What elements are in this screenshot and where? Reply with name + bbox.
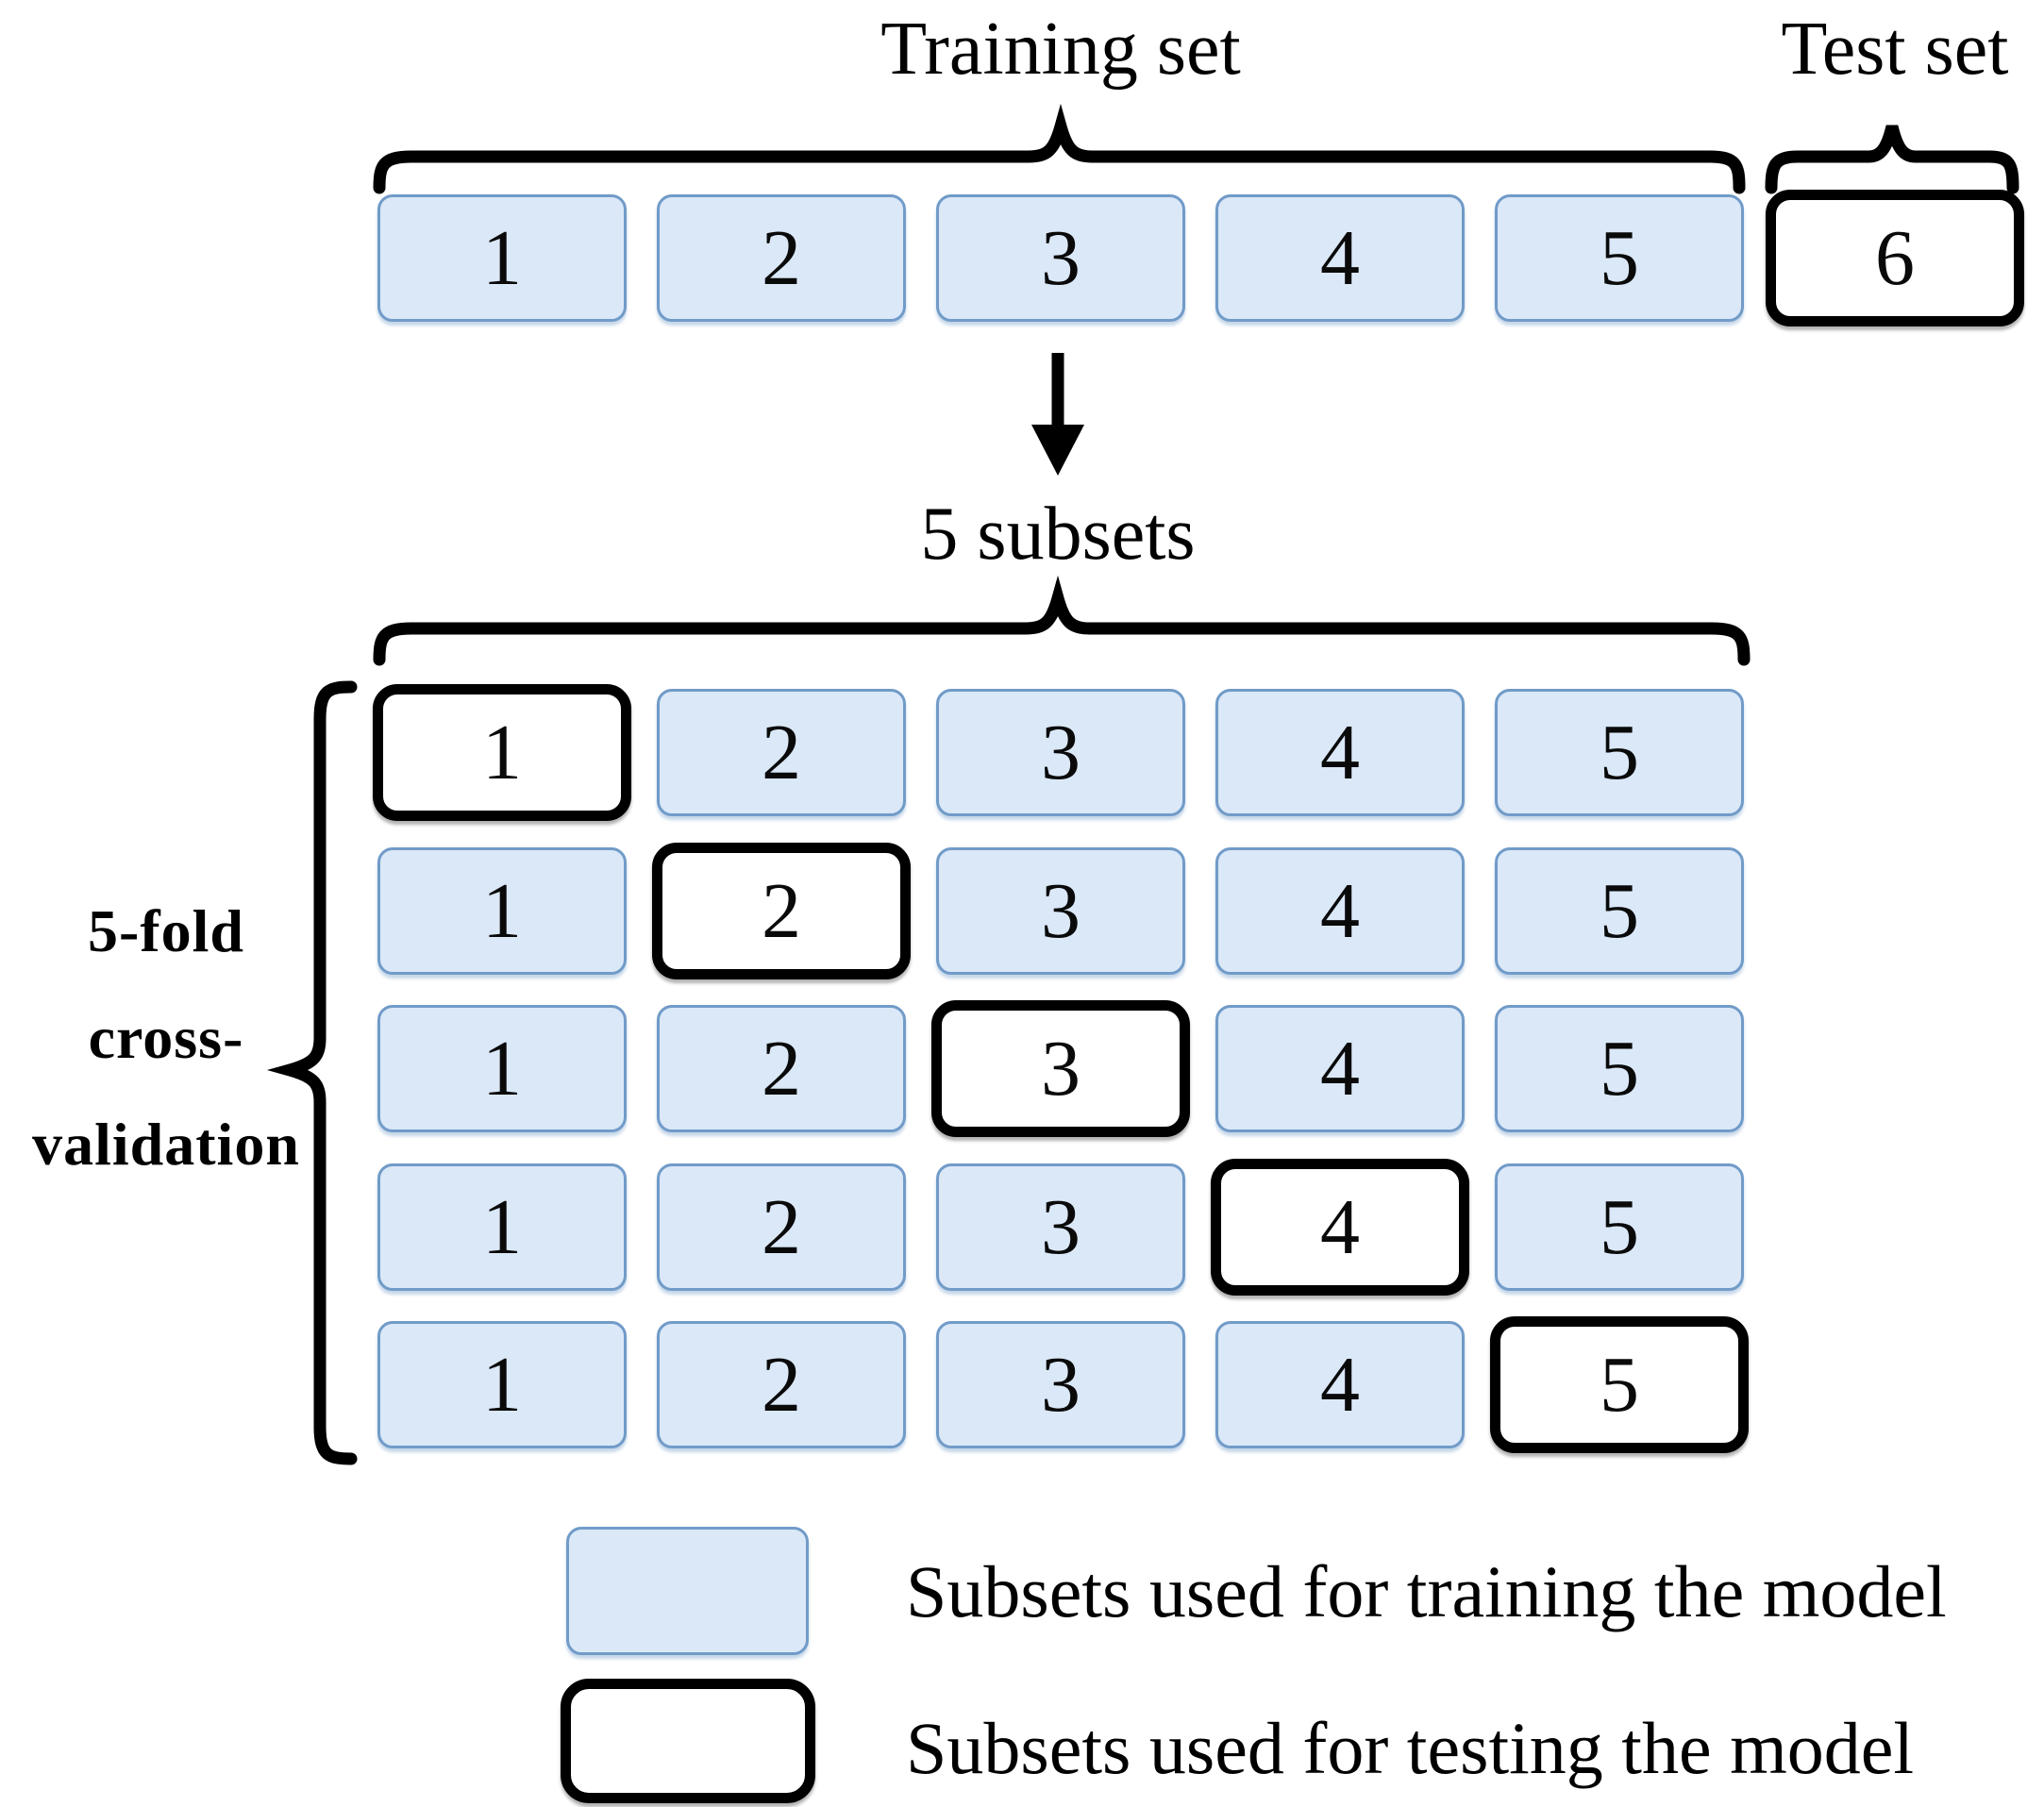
top-row-box-6-test: 6 <box>1766 190 2024 326</box>
cv-row5-box3: 3 <box>936 1321 1185 1448</box>
top-row-box-5: 5 <box>1495 194 1744 322</box>
cv-row2-box2-test: 2 <box>652 843 911 979</box>
cv-row5-box2: 2 <box>657 1321 906 1448</box>
five-subsets-brace <box>373 575 1751 666</box>
test-set-brace <box>1765 125 2019 194</box>
top-row-box-3: 3 <box>936 194 1185 322</box>
cross-validation-label: 5-fold cross- validation <box>0 878 332 1197</box>
cv-row1-box5: 5 <box>1495 689 1744 816</box>
cross-validation-brace <box>266 680 358 1465</box>
cv-row5-box1: 1 <box>377 1321 627 1448</box>
cv-row4-box5: 5 <box>1495 1163 1744 1291</box>
cv-row2-box5: 5 <box>1495 847 1744 975</box>
cv-row3-box1: 1 <box>377 1005 627 1132</box>
legend-train-swatch <box>566 1527 809 1655</box>
cross-validation-label-line-2: cross- <box>88 1004 244 1071</box>
cv-row4-box4-test: 4 <box>1211 1159 1469 1296</box>
cv-row1-box1-test: 1 <box>373 684 631 821</box>
top-row-box-1: 1 <box>377 194 627 322</box>
cv-row3-box4: 4 <box>1215 1005 1465 1132</box>
cv-row2-box3: 3 <box>936 847 1185 975</box>
cv-row1-box2: 2 <box>657 689 906 816</box>
cv-row3-box3-test: 3 <box>931 1000 1190 1137</box>
cv-row4-box1: 1 <box>377 1163 627 1291</box>
five-subsets-label: 5 subsets <box>920 493 1196 576</box>
legend-train-label: Subsets used for training the model <box>906 1550 1947 1632</box>
cv-row1-box4: 4 <box>1215 689 1465 816</box>
cv-row4-box2: 2 <box>657 1163 906 1291</box>
down-arrow-head <box>1031 425 1084 476</box>
cv-row1-box3: 3 <box>936 689 1185 816</box>
cv-row5-box4: 4 <box>1215 1321 1465 1448</box>
cv-row2-box4: 4 <box>1215 847 1465 975</box>
cv-row5-box5-test: 5 <box>1490 1316 1749 1453</box>
cv-row3-box5: 5 <box>1495 1005 1744 1132</box>
cv-row4-box3: 3 <box>936 1163 1185 1291</box>
test-set-label: Test set <box>1781 8 2009 91</box>
training-set-brace <box>373 103 1746 194</box>
cv-row3-box2: 2 <box>657 1005 906 1132</box>
legend-test-swatch <box>561 1679 815 1803</box>
cross-validation-label-line-1: 5-fold <box>88 897 244 964</box>
top-row-box-4: 4 <box>1215 194 1465 322</box>
top-row-box-2: 2 <box>657 194 906 322</box>
cross-validation-label-line-3: validation <box>32 1111 300 1178</box>
cv-row2-box1: 1 <box>377 847 627 975</box>
legend-test-label: Subsets used for testing the model <box>906 1707 1915 1789</box>
training-set-label: Training set <box>880 8 1241 91</box>
